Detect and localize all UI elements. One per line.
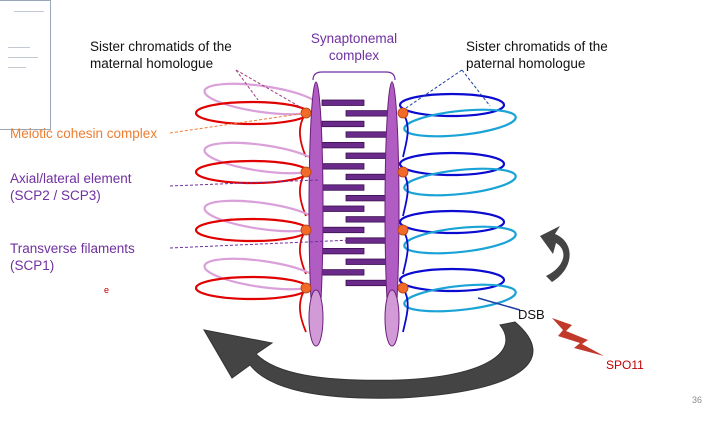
cohesin-label: Meiotic cohesin complex (10, 126, 158, 141)
transverse-filament (321, 184, 365, 191)
maternal-loop-dark (194, 159, 310, 185)
transverse-filament (345, 216, 389, 223)
transverse-filament (345, 237, 389, 244)
paternal-loop-light (403, 108, 517, 138)
top-pointer-lines-right (405, 69, 491, 109)
maternal-chromatid-connector (299, 112, 307, 158)
transverse-pointer-line (169, 239, 353, 249)
paternal-chromatid-connector (402, 171, 409, 217)
paternal-chromatid-connector (402, 229, 409, 275)
transverse-filament (345, 131, 389, 138)
transverse-filament (345, 194, 389, 202)
bottom-curved-arrow (203, 321, 534, 399)
dsb-connector (477, 297, 521, 311)
dsb-curved-arrow (540, 226, 570, 282)
cohesin-pointer-line (169, 112, 307, 134)
paternal-chromatid-loops (398, 92, 517, 333)
axial-label: Axial/lateral element(SCP2 / SCP3) (10, 171, 132, 203)
paternal-loop-dark (398, 151, 506, 177)
cohesin-dot-left (300, 166, 312, 178)
cohesin-dot-left (300, 224, 312, 236)
cohesin-dot-right (397, 224, 409, 236)
transverse-label: Transverse filaments(SCP1) (10, 241, 135, 273)
transverse-filament (321, 120, 365, 128)
transverse-filament (345, 152, 389, 159)
paternal-loop-dark (398, 209, 506, 235)
paternal-loop-light (403, 225, 517, 255)
maternal-loop-dark (194, 217, 310, 243)
paternal-loop-dark (398, 92, 506, 118)
top-pointer-lines (235, 69, 303, 109)
axial-elements (308, 81, 400, 347)
transverse-filament (321, 269, 365, 276)
cohesin-dots (300, 107, 409, 294)
cohesin-dot-right (397, 166, 409, 178)
maternal-chromatid-connector (299, 171, 307, 217)
transverse-filament (345, 173, 389, 181)
cohesin-dot-left (300, 282, 312, 294)
slide-thumbnail (0, 0, 51, 130)
paternal-chromatid-connector (402, 112, 409, 158)
spo11-label: SPO11 (606, 358, 644, 372)
cohesin-dot-right (397, 107, 409, 119)
synaptonemal-bracket (312, 71, 396, 81)
transverse-filament (321, 141, 365, 149)
transverse-filament (345, 279, 389, 287)
transverse-filament (345, 258, 389, 265)
transverse-filament (345, 110, 389, 117)
maternal-loop-dark (194, 275, 310, 301)
paternal-chromatid-connector (402, 287, 409, 333)
spo11-bolt-icon (552, 318, 604, 356)
transverse-filament (321, 226, 365, 234)
transverse-filament (321, 205, 365, 212)
transverse-filaments (321, 99, 389, 287)
maternal-chromatid-connector (299, 229, 307, 275)
paternal-loop-light (403, 167, 517, 197)
maternal-chromatid-connector (299, 287, 307, 333)
cohesin-dot-right (397, 282, 409, 294)
paternal-loop-light (403, 283, 517, 313)
dsb-label: DSB (518, 307, 545, 322)
transverse-filament (321, 99, 365, 106)
transverse-filament (321, 247, 365, 255)
transverse-filament (321, 163, 365, 170)
paternal-loop-dark (398, 267, 506, 293)
stray-mark: e (104, 285, 110, 295)
slide-number: 36 (692, 395, 703, 405)
